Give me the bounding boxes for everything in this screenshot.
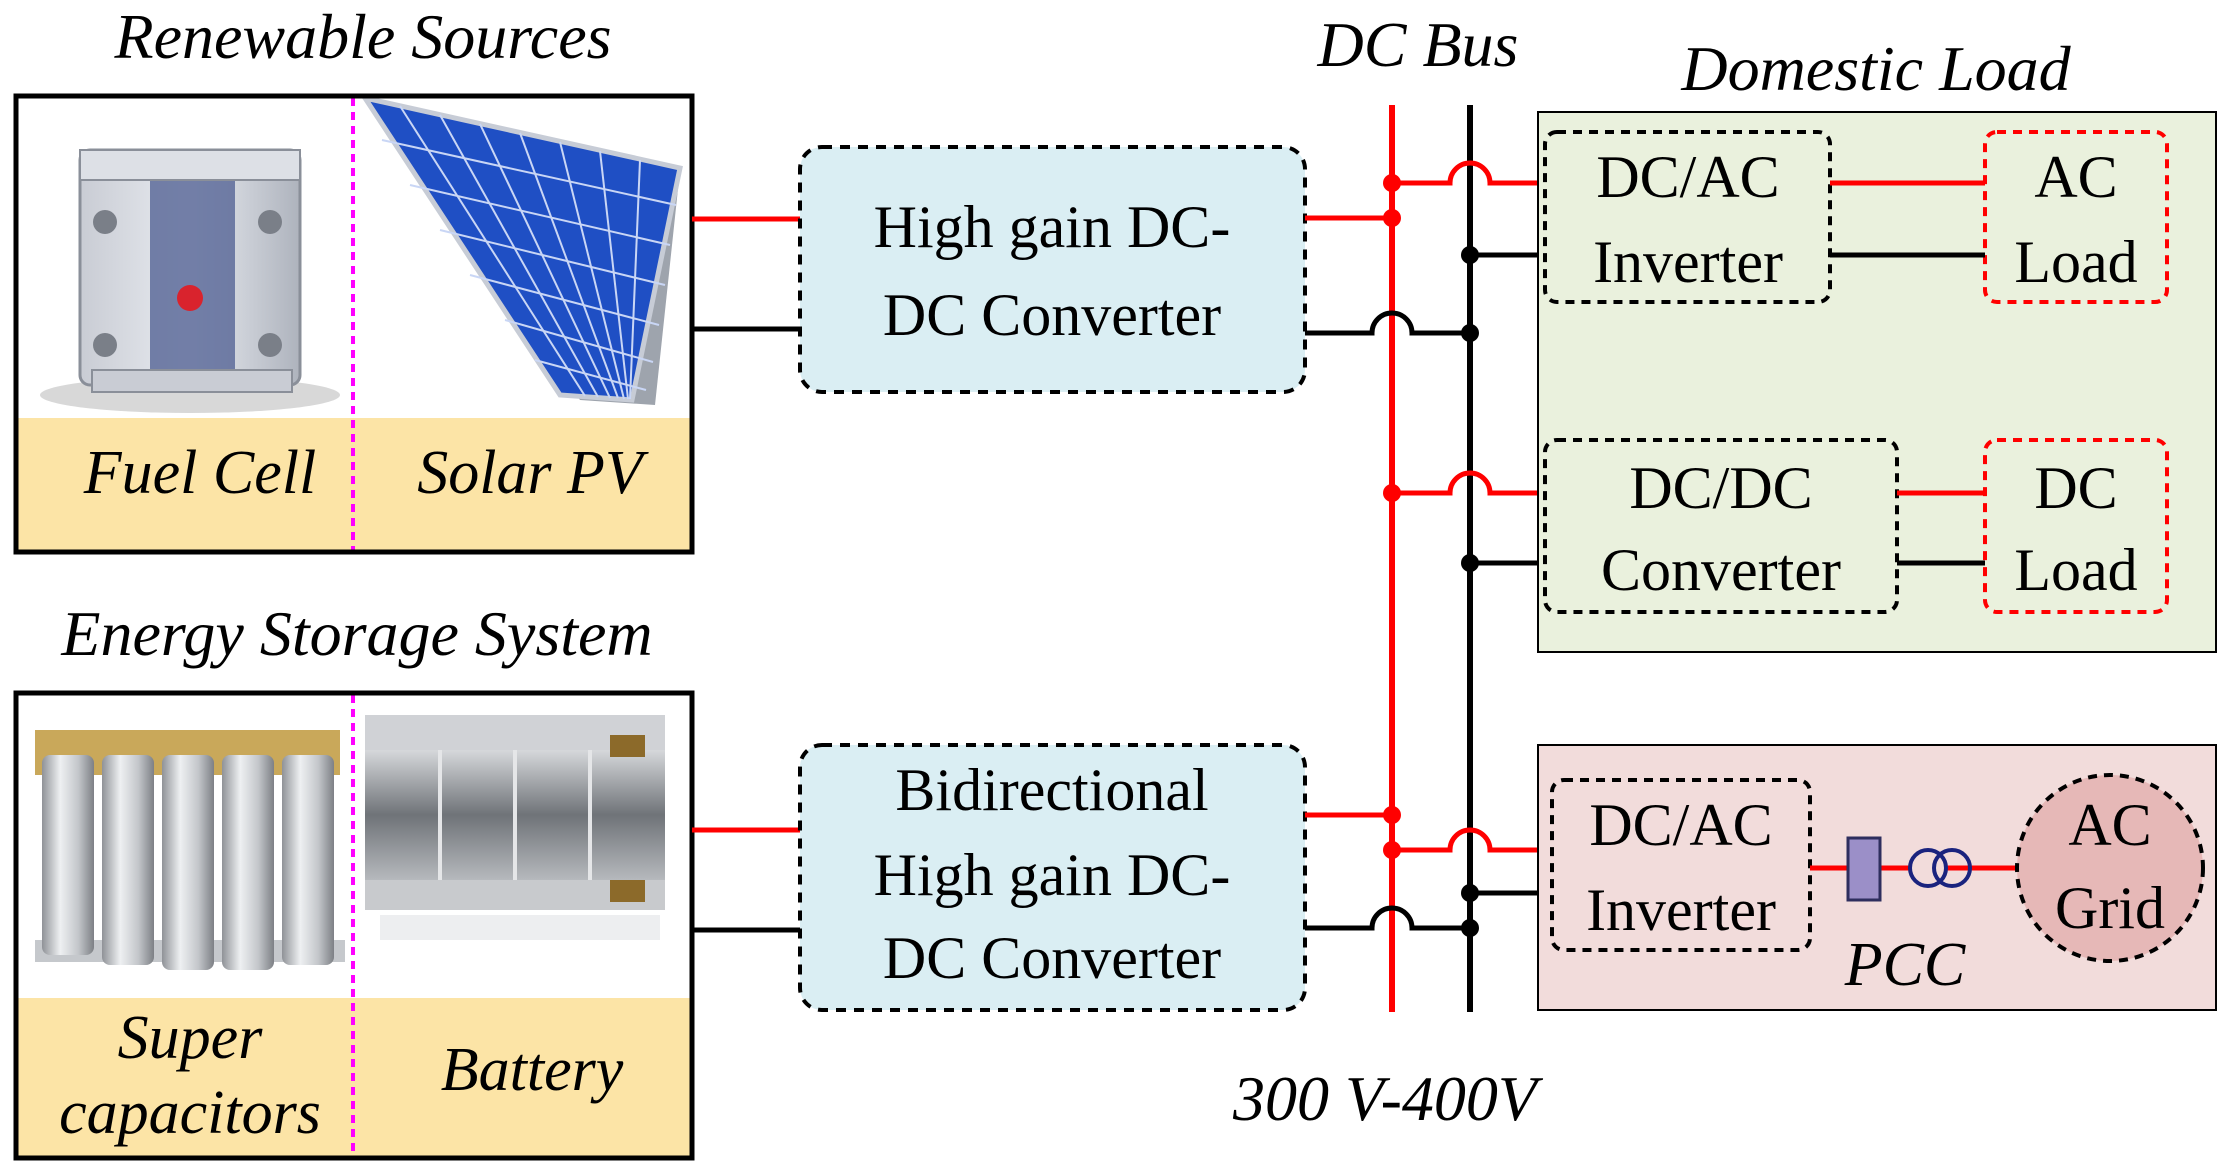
- dcdc-converter-block: [1543, 438, 1899, 614]
- high-gain-converter-block: High gain DC- DC Converter: [798, 145, 1307, 394]
- high-gain-converter-line2: DC Converter: [883, 282, 1221, 348]
- grid-inverter-line1: DC/AC: [1589, 792, 1772, 858]
- grid-inverter-line2: Inverter: [1586, 877, 1776, 943]
- grid-inverter-block: [1550, 778, 1812, 952]
- ac-inverter-line1: DC/AC: [1596, 144, 1779, 210]
- dcdc-converter-line1: DC/DC: [1629, 455, 1812, 521]
- ac-load-line2: Load: [2014, 229, 2137, 295]
- dc-load-line2: Load: [2014, 537, 2137, 603]
- ac-inverter-block: [1543, 130, 1832, 304]
- battery-image: [365, 715, 665, 940]
- domestic-load-panel: DC/AC Inverter AC Load DC/DC Converter D…: [1537, 111, 2217, 653]
- ac-grid-line2: Grid: [2055, 875, 2165, 941]
- battery-label: Battery: [441, 1036, 624, 1104]
- bidirectional-converter-line3: DC Converter: [883, 925, 1221, 991]
- ac-grid-circle: [2015, 773, 2205, 963]
- dc-load-line1: DC: [2034, 455, 2117, 521]
- solar-pv-label: Solar PV: [417, 439, 649, 507]
- converter-bus-wires: [1305, 215, 1470, 931]
- junction-dots: [1383, 174, 1479, 937]
- dc-load-block: [1983, 438, 2169, 614]
- supercapacitors-label-line2: capacitors: [59, 1079, 321, 1147]
- bus-voltage-label: 300 V-400V: [1232, 1063, 1544, 1134]
- renewable-sources-title: Renewable Sources: [113, 1, 611, 72]
- bidirectional-converter-line1: Bidirectional: [895, 757, 1208, 823]
- energy-storage-title: Energy Storage System: [60, 598, 652, 669]
- bidirectional-converter-block: Bidirectional High gain DC- DC Converter: [798, 743, 1307, 1012]
- transformer-icon: [1908, 848, 1972, 888]
- source-wires: [692, 216, 800, 933]
- ac-inverter-line2: Inverter: [1593, 229, 1783, 295]
- pcc-label: PCC: [1844, 931, 1966, 999]
- grid-panel: DC/AC Inverter AC Grid PCC: [1537, 744, 2217, 1011]
- dc-bus-title: DC Bus: [1317, 9, 1519, 80]
- breaker-icon: [1846, 836, 1882, 902]
- storage-panel-border: [13, 690, 695, 1161]
- renewable-panel-border: [13, 93, 695, 555]
- solar-pv-image: [359, 94, 683, 405]
- supercapacitors-label-line1: Super: [118, 1004, 264, 1072]
- ac-grid-line1: AC: [2068, 792, 2151, 858]
- high-gain-converter-line1: High gain DC-: [874, 194, 1231, 260]
- ac-load-block: [1983, 130, 2169, 304]
- dcdc-converter-line2: Converter: [1601, 537, 1841, 603]
- renewable-sources-panel: Fuel Cell Solar PV: [13, 93, 695, 555]
- dc-bus: [1389, 105, 1473, 1012]
- ac-load-line1: AC: [2034, 144, 2117, 210]
- domestic-load-title: Domestic Load: [1680, 33, 2071, 104]
- load-bus-wires: [1392, 160, 1545, 896]
- fuel-cell-image: [40, 148, 340, 413]
- fuel-cell-label: Fuel Cell: [83, 439, 316, 507]
- bidirectional-converter-line2: High gain DC-: [874, 842, 1231, 908]
- supercapacitors-image: [35, 730, 345, 970]
- energy-storage-panel: Super capacitors Battery: [13, 690, 695, 1161]
